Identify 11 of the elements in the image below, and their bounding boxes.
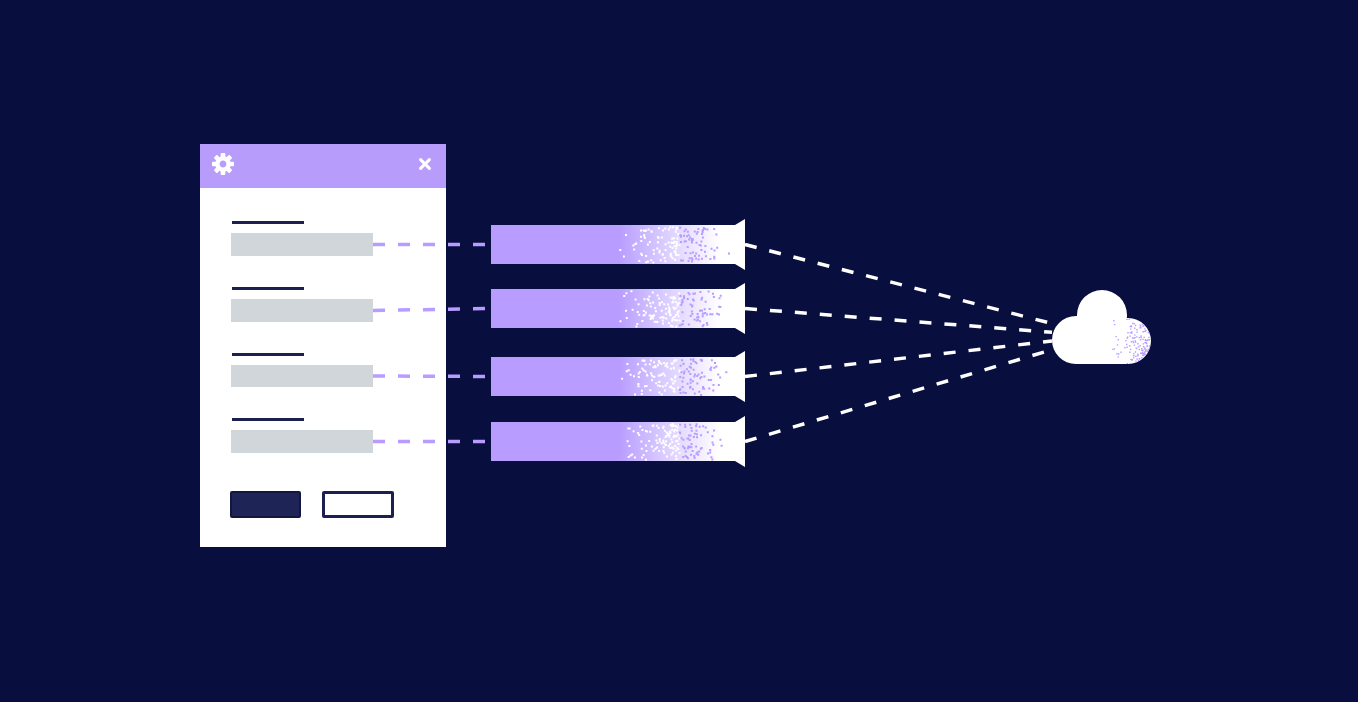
input-field [231,233,373,256]
funnel-bar [491,416,745,467]
dashed-line [744,339,1053,379]
input-field [231,365,373,387]
input-field [231,430,373,453]
input-field [231,299,373,322]
funnel-bar [491,283,745,334]
dashed-line [744,306,1053,334]
funnel-bar [491,219,745,270]
form-window [200,144,446,547]
funnel-bar [491,351,745,402]
